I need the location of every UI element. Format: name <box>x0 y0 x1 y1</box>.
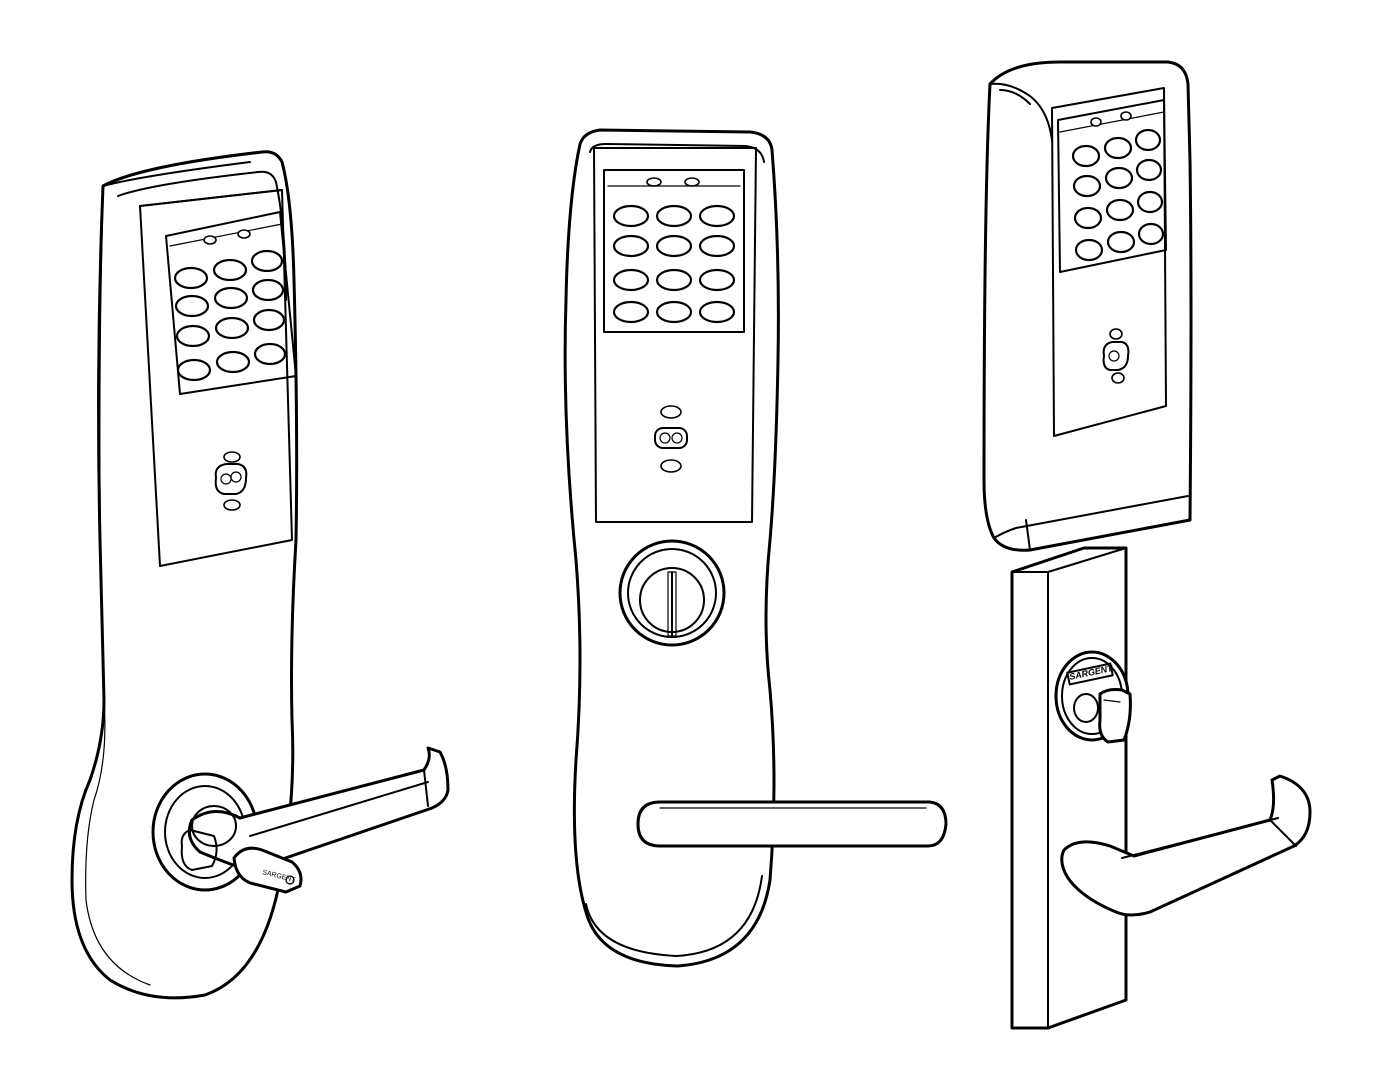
keypad-button <box>655 300 693 324</box>
keypad-button <box>655 234 693 258</box>
right-panel <box>1051 87 1167 437</box>
keypad-button <box>252 308 286 332</box>
keypad-button <box>612 204 650 228</box>
keypad-button <box>698 268 736 292</box>
keypad-button <box>612 268 650 292</box>
keypad-button <box>213 286 249 310</box>
keypad-button <box>212 258 248 282</box>
right-housing <box>982 60 1193 552</box>
right-keypad <box>1071 128 1165 262</box>
right-led <box>1120 111 1132 121</box>
left-key <box>232 846 303 894</box>
right-reader-icon <box>1102 328 1130 384</box>
center-cylinder <box>618 539 726 647</box>
right-cylinder: SARGENT <box>1054 650 1132 744</box>
keypad-button <box>1073 206 1103 230</box>
center-keypad-window <box>603 169 745 333</box>
left-reader-icon <box>214 451 248 511</box>
center-keypad <box>612 204 736 324</box>
keypad-button <box>251 278 285 302</box>
center-lever <box>636 800 948 848</box>
keypad-button <box>176 358 212 382</box>
left-led <box>237 229 251 239</box>
keypad-button <box>1137 222 1165 246</box>
center-panel <box>593 147 757 523</box>
keypad-button <box>698 234 736 258</box>
keypad-button <box>1104 166 1134 190</box>
left-led <box>203 235 217 245</box>
keypad-button <box>612 234 650 258</box>
keypad-button <box>698 300 736 324</box>
left-keypad <box>173 249 287 382</box>
keypad-button <box>1135 158 1163 182</box>
right-keypad-window <box>1057 99 1167 273</box>
left-keypad-window <box>165 211 297 395</box>
right-key <box>1098 688 1132 744</box>
keypad-button <box>214 316 250 340</box>
keypad-button <box>612 300 650 324</box>
keypad-button <box>655 268 693 292</box>
keypad-button <box>250 249 284 273</box>
keypad-button <box>1134 128 1162 152</box>
left-panel <box>139 189 293 567</box>
keypad-button <box>173 266 209 290</box>
keypad-button <box>215 350 251 374</box>
left-lock: SARGENT <box>70 150 450 1000</box>
right-lock: SARGENT <box>982 60 1312 1030</box>
keypad-button <box>253 342 287 366</box>
keypad-button <box>1072 174 1102 198</box>
center-reader-icon <box>654 405 688 473</box>
keypad-button <box>1136 190 1164 214</box>
center-led <box>646 177 662 187</box>
keypad-button <box>1071 144 1101 168</box>
keypad-button <box>698 204 736 228</box>
center-lock <box>563 128 948 968</box>
keypad-button <box>175 324 211 348</box>
right-led <box>1090 117 1102 127</box>
keypad-button <box>174 294 210 318</box>
keypad-button <box>655 204 693 228</box>
keypad-button <box>1103 136 1133 160</box>
center-led <box>684 177 700 187</box>
right-trim-plate <box>1010 546 1128 1030</box>
keypad-button <box>1106 230 1136 254</box>
keypad-button <box>1074 238 1104 262</box>
keypad-button <box>1105 198 1135 222</box>
